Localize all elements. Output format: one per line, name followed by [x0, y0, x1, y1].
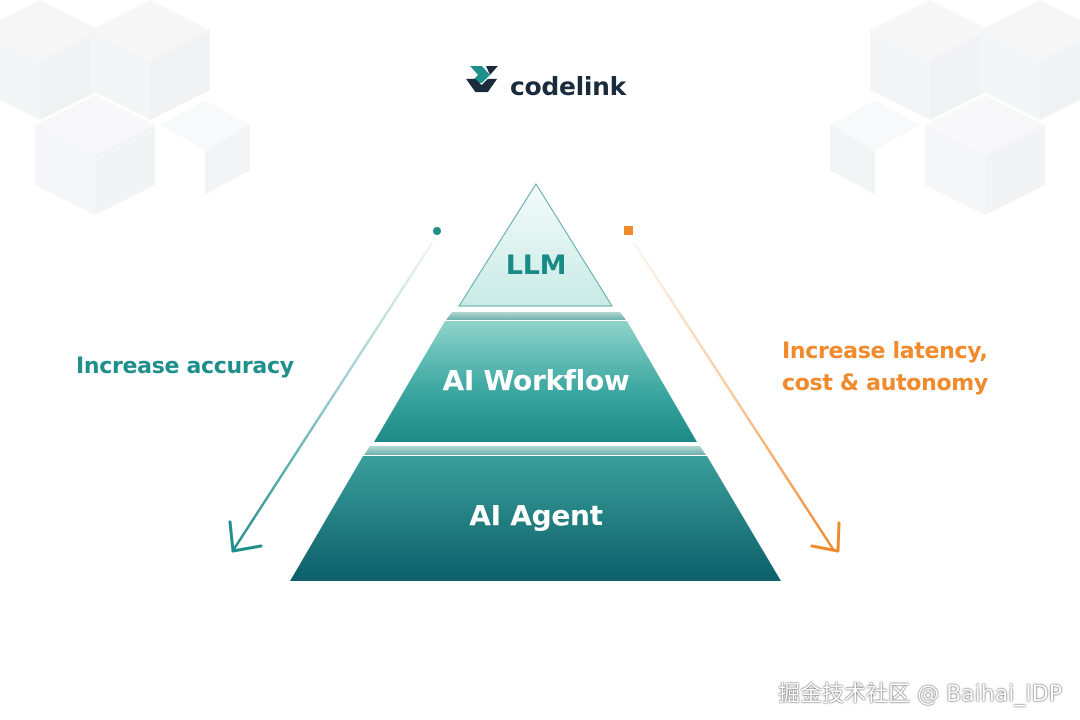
increase-latency-line-1: Increase latency,: [782, 339, 988, 364]
arrow-down-left-icon: [228, 227, 441, 553]
codelink-logo-icon: [466, 66, 498, 93]
pyramid-tier-workflow-shape: [374, 321, 697, 442]
tier-label-llm: LLM: [505, 250, 567, 281]
tier-label-ai-workflow: AI Workflow: [442, 364, 630, 397]
tier-label-ai-agent: AI Agent: [469, 499, 603, 532]
background-cube-pattern-left: [0, 0, 250, 215]
increase-latency-label: Increase latency, cost & autonomy: [782, 336, 988, 400]
increase-latency-line-2: cost & autonomy: [782, 371, 988, 396]
brand-name: codelink: [510, 71, 627, 101]
pyramid-separator-1: [446, 312, 626, 320]
pyramid-tier-llm-shape: [458, 183, 613, 307]
pyramid-separator-2: [364, 446, 706, 455]
increase-accuracy-label: Increase accuracy: [76, 354, 294, 379]
background-cube-pattern-right: [830, 0, 1080, 215]
arrow-down-right-icon: [624, 226, 841, 553]
pyramid-tier-agent-shape: [290, 456, 781, 581]
logo-mark-spacer: [468, 68, 504, 104]
pyramid: [290, 183, 781, 581]
brand-logo: codelink: [468, 66, 626, 106]
watermark: 掘金技术社区 @ Baihai_IDP: [778, 682, 1062, 707]
